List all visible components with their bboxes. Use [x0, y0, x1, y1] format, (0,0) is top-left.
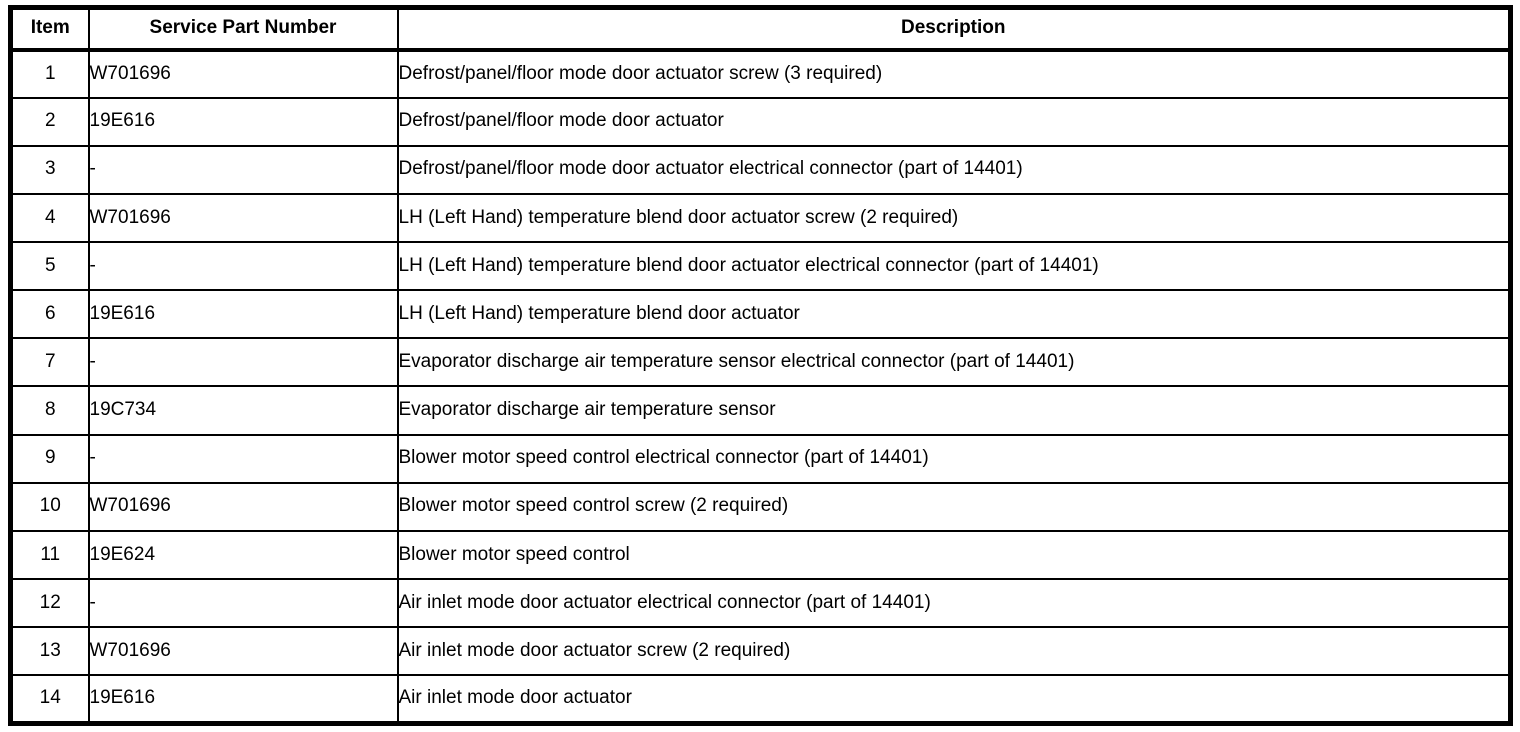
cell-part_number: W701696 — [87, 626, 399, 677]
cell-description: Air inlet mode door actuator electrical … — [396, 578, 1512, 629]
cell-description: LH (Left Hand) temperature blend door ac… — [396, 192, 1512, 244]
cell-item: 13 — [9, 626, 90, 677]
cell-part_number: - — [87, 337, 399, 388]
cell-description: Defrost/panel/floor mode door actuator e… — [396, 144, 1512, 195]
column-header-item: Item — [9, 6, 90, 52]
cell-description: Evaporator discharge air temperature sen… — [396, 337, 1512, 388]
cell-part_number: W701696 — [87, 481, 399, 532]
cell-description: Blower motor speed control screw (2 requ… — [396, 481, 1512, 532]
column-header-part_number: Service Part Number — [87, 6, 399, 52]
cell-description: Defrost/panel/floor mode door actuator s… — [396, 48, 1512, 99]
cell-item: 2 — [9, 96, 90, 147]
cell-part_number: 19E624 — [87, 529, 399, 581]
cell-item: 9 — [9, 433, 90, 484]
cell-item: 11 — [9, 529, 90, 581]
cell-part_number: - — [87, 433, 399, 484]
cell-part_number: W701696 — [87, 48, 399, 99]
cell-item: 12 — [9, 578, 90, 629]
cell-item: 14 — [9, 674, 90, 725]
cell-part_number: 19C734 — [87, 385, 399, 436]
cell-description: Blower motor speed control electrical co… — [396, 433, 1512, 484]
table-row: 5-LH (Left Hand) temperature blend door … — [9, 241, 1512, 292]
cell-part_number: 19E616 — [87, 289, 399, 340]
cell-item: 5 — [9, 241, 90, 292]
cell-part_number: 19E616 — [87, 674, 399, 725]
cell-part_number: - — [87, 241, 399, 292]
cell-item: 8 — [9, 385, 90, 436]
cell-description: LH (Left Hand) temperature blend door ac… — [396, 241, 1512, 292]
cell-item: 7 — [9, 337, 90, 388]
table-row: 3-Defrost/panel/floor mode door actuator… — [9, 144, 1512, 195]
cell-description: Air inlet mode door actuator — [396, 674, 1512, 725]
table-row: 12-Air inlet mode door actuator electric… — [9, 578, 1512, 629]
cell-description: LH (Left Hand) temperature blend door ac… — [396, 289, 1512, 340]
table-row: 7-Evaporator discharge air temperature s… — [9, 337, 1512, 388]
cell-item: 1 — [9, 48, 90, 99]
cell-part_number: W701696 — [87, 192, 399, 244]
column-header-description: Description — [396, 6, 1512, 52]
cell-item: 6 — [9, 289, 90, 340]
cell-part_number: - — [87, 144, 399, 195]
cell-description: Defrost/panel/floor mode door actuator — [396, 96, 1512, 147]
table-row: 9-Blower motor speed control electrical … — [9, 433, 1512, 484]
cell-item: 3 — [9, 144, 90, 195]
cell-description: Air inlet mode door actuator screw (2 re… — [396, 626, 1512, 677]
cell-item: 4 — [9, 192, 90, 244]
cell-part_number: 19E616 — [87, 96, 399, 147]
cell-description: Blower motor speed control — [396, 529, 1512, 581]
cell-item: 10 — [9, 481, 90, 532]
cell-part_number: - — [87, 578, 399, 629]
cell-description: Evaporator discharge air temperature sen… — [396, 385, 1512, 436]
